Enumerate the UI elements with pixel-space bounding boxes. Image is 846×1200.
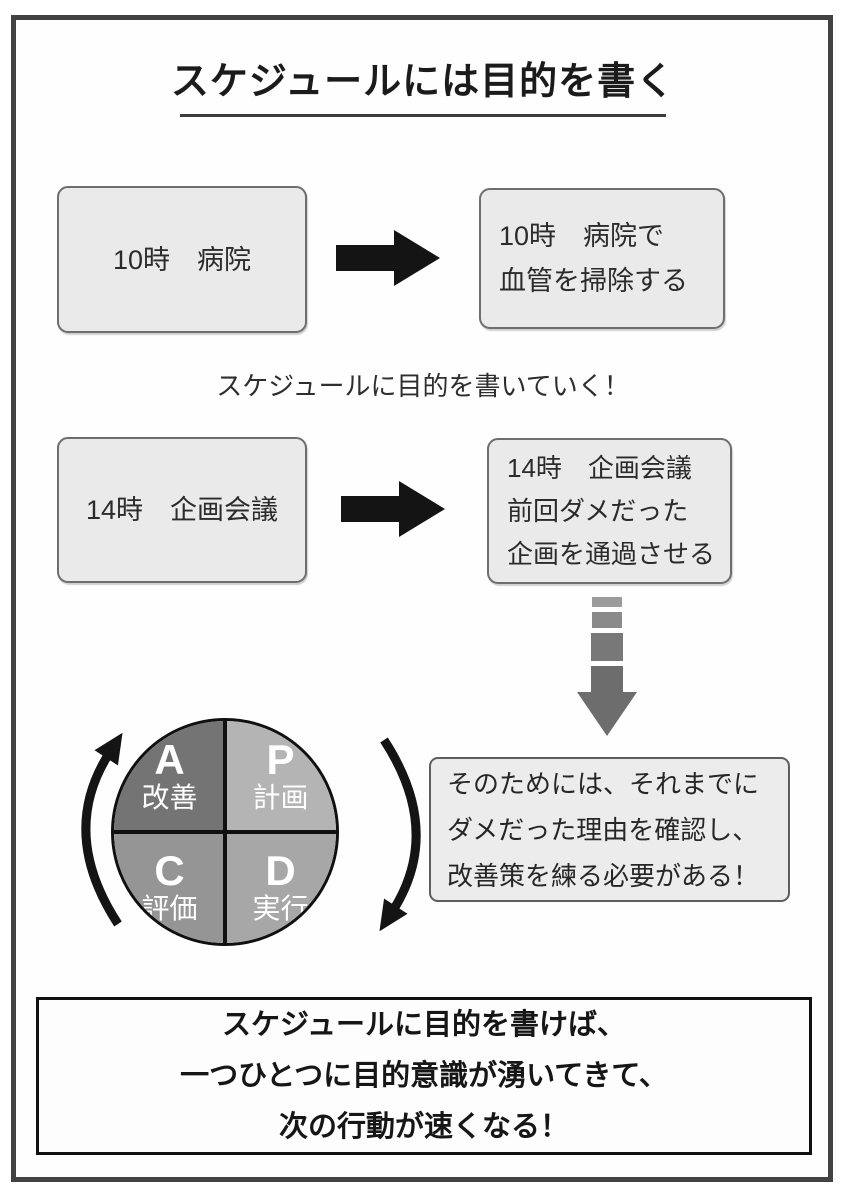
after-2-line: 前回ダメだった xyxy=(507,495,689,526)
cycle-arrow-left-icon xyxy=(81,732,123,927)
conclusion-line: 一つひとつに目的意識が湧いてきて、 xyxy=(180,1059,668,1092)
page-title: スケジュールには目的を書く xyxy=(170,61,676,103)
conclusion-line: 次の行動が速くなる！ xyxy=(278,1110,569,1143)
pdca-divider-vertical xyxy=(223,721,227,943)
conclusion-box: スケジュールに目的を書けば、 一つひとつに目的意識が湧いてきて、 次の行動が速く… xyxy=(36,997,812,1155)
pdca-letter-c: C xyxy=(154,846,185,894)
note-line: 改善策を練る必要がある！ xyxy=(447,860,760,891)
schedule-box-before-1-text: 10時 病院 xyxy=(112,244,252,275)
after-2-line: 14時 企画会議 xyxy=(507,452,692,483)
after-1-line: 血管を掃除する xyxy=(499,265,688,296)
pdca-label-p: 計画 xyxy=(252,781,309,813)
note-box: そのためには、それまでに ダメだった理由を確認し、 改善策を練る必要がある！ xyxy=(429,757,790,902)
after-2-line: 企画を通過させる xyxy=(507,538,716,569)
after-1-line: 10時 病院で xyxy=(499,220,665,251)
note-line: そのためには、それまでに xyxy=(447,768,760,799)
cycle-arrow-right-icon xyxy=(379,737,421,932)
pdca-label-a: 改善 xyxy=(141,781,198,813)
pdca-letter-a: A xyxy=(154,735,185,783)
pdca-letter-p: P xyxy=(266,735,295,783)
schedule-box-before-1: 10時 病院 xyxy=(57,186,307,333)
schedule-box-after-2: 14時 企画会議 前回ダメだった 企画を通過させる xyxy=(487,438,732,584)
right-arrow-icon xyxy=(341,481,445,537)
title-underline xyxy=(180,114,666,117)
conclusion-line: スケジュールに目的を書けば、 xyxy=(222,1008,626,1041)
schedule-box-before-2: 14時 企画会議 xyxy=(57,437,307,583)
pdca-letter-d: D xyxy=(265,846,296,894)
mid-caption: スケジュールに目的を書いていく！ xyxy=(216,371,630,401)
schedule-box-after-1: 10時 病院で 血管を掃除する xyxy=(479,188,725,329)
pdca-quadrant-act: A 改善 xyxy=(114,721,225,832)
down-arrow-icon xyxy=(574,597,640,736)
schedule-box-before-2-text: 14時 企画会議 xyxy=(85,495,279,525)
note-line: ダメだった理由を確認し、 xyxy=(447,814,759,845)
right-arrow-icon xyxy=(336,230,440,286)
